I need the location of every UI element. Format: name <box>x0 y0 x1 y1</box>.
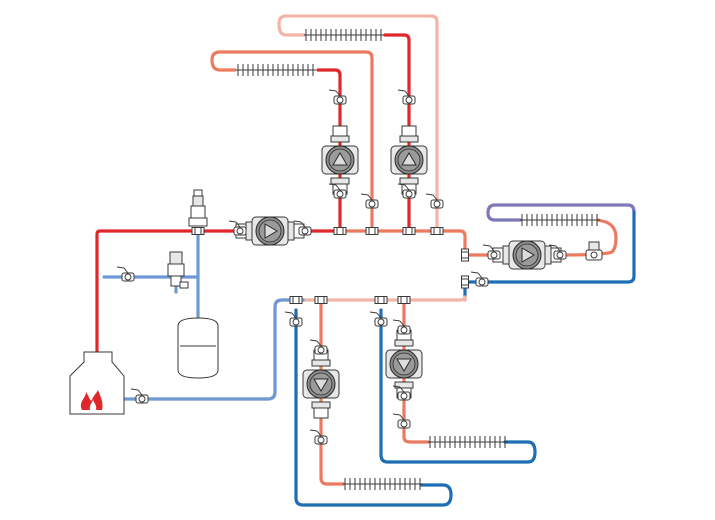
zone-valve <box>585 241 603 261</box>
tee-fitting <box>374 296 388 304</box>
radiator <box>236 64 316 76</box>
tee-fitting <box>461 248 469 262</box>
zone2-return-pipe <box>277 14 439 233</box>
ball-valve <box>392 413 411 429</box>
ball-valve <box>392 319 411 335</box>
zone2-flow-pipe <box>383 33 411 233</box>
ball-valve <box>397 89 416 105</box>
tee-fitting <box>430 227 444 235</box>
ball-valve <box>482 244 501 260</box>
zone4-flow-pipe <box>319 298 345 486</box>
zone4-return-pipe <box>294 308 453 507</box>
zone1-return-pipe <box>210 50 374 233</box>
ball-valve <box>309 429 328 445</box>
tee-fitting <box>365 227 379 235</box>
ball-valve <box>284 311 303 327</box>
ball-valve <box>425 193 444 209</box>
ball-valve <box>228 220 247 236</box>
zone4-circulator-pump <box>303 350 339 418</box>
zone5-circulator-pump <box>386 330 422 398</box>
ball-valve <box>116 266 135 282</box>
flame-icon <box>80 390 103 410</box>
tee-fitting <box>314 296 328 304</box>
boiler-return-pipe <box>122 298 305 401</box>
tee-fitting <box>402 227 416 235</box>
pipe-network <box>95 14 636 507</box>
zone2-circulator-pump <box>391 126 427 194</box>
zone5-flow-pipe <box>402 298 430 444</box>
boiler <box>69 351 125 415</box>
tee-fitting <box>289 296 303 304</box>
tee-fitting <box>397 296 411 304</box>
ball-valve <box>470 271 489 287</box>
zone5-return-pipe <box>379 308 537 464</box>
zone3-radiator-link <box>486 203 636 222</box>
tee-fitting <box>333 227 347 235</box>
expansion-vessel <box>177 317 219 379</box>
zone1-circulator-pump <box>322 126 358 194</box>
zone3-circulator-pump <box>493 241 561 269</box>
ball-valve <box>309 339 328 355</box>
zone1-flow-pipe <box>316 68 342 233</box>
ball-valve <box>328 89 347 105</box>
ball-valve <box>130 388 149 404</box>
tee-fitting <box>191 227 205 235</box>
primary-circulator-pump <box>236 217 304 245</box>
ball-valve <box>369 311 388 327</box>
boiler-flow-pipe <box>95 229 232 354</box>
header-to-zone-valve <box>338 229 467 257</box>
radiator <box>427 435 509 449</box>
radiator <box>519 213 601 227</box>
fill-valve <box>167 251 189 289</box>
radiator <box>342 477 424 491</box>
tee-fitting <box>461 275 469 289</box>
safety-valve <box>188 189 208 227</box>
ball-valve <box>360 193 379 209</box>
radiator <box>303 28 385 42</box>
